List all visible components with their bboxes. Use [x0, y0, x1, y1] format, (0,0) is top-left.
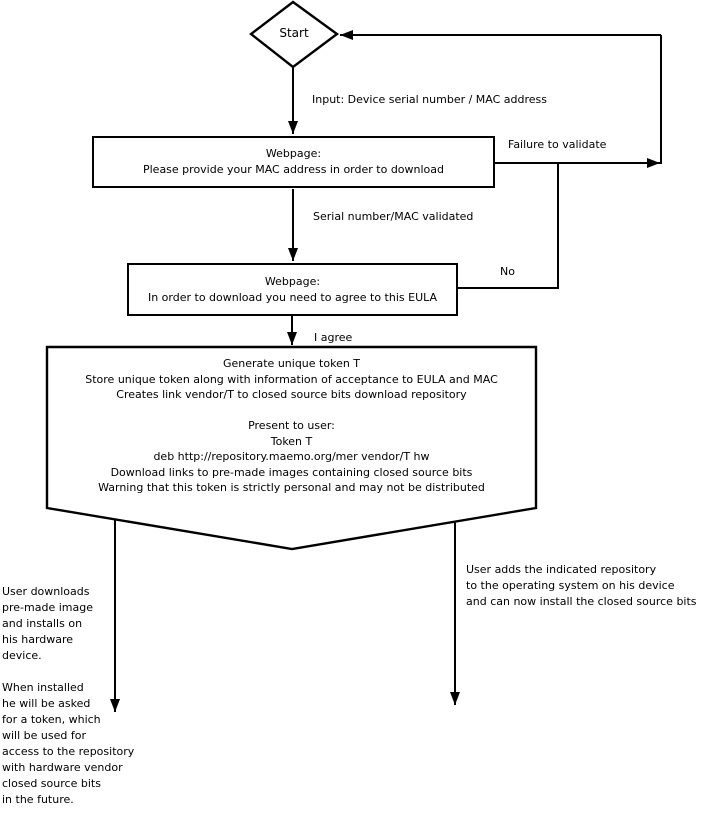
edge-label-no: No — [500, 265, 515, 278]
mac-webpage-box-line2: Please provide your MAC address in order… — [142, 163, 445, 176]
token-banner-line: Download links to pre-made images contai… — [110, 465, 473, 479]
eula-webpage-box-line1: Webpage: — [264, 274, 321, 288]
start-node-label: Start — [279, 26, 309, 40]
token-banner-line — [47, 403, 536, 419]
token-banner-text: Generate unique token T Store unique tok… — [47, 356, 536, 496]
token-banner-line: Store unique token along with informatio… — [85, 372, 498, 386]
eula-webpage-box: Webpage: In order to download you need t… — [127, 263, 458, 316]
right-note-line: and can now install the closed source bi… — [466, 595, 697, 608]
left-note-line — [2, 664, 172, 680]
left-note-line: pre-made image — [2, 601, 93, 614]
mac-webpage-box: Webpage: Please provide your MAC address… — [92, 136, 495, 188]
left-note-line: When installed — [2, 681, 84, 694]
token-banner-line: Warning that this token is strictly pers… — [98, 481, 485, 494]
edge-label-agree: I agree — [314, 331, 353, 344]
edge-label-validated: Serial number/MAC validated — [313, 210, 474, 223]
left-note-line: and installs on — [2, 617, 83, 630]
left-note-line: he will be asked — [2, 697, 91, 710]
right-note-line: to the operating system on his device — [466, 579, 675, 592]
mac-webpage-box-line1: Webpage: — [265, 147, 322, 160]
left-note-line: in the future. — [2, 793, 74, 806]
eula-webpage-box-line2: In order to download you need to agree t… — [147, 290, 438, 304]
token-banner-line: deb http://repository.maemo.org/mer vend… — [153, 450, 430, 463]
left-note-line: User downloads — [2, 585, 90, 598]
left-note-line: with hardware vendor — [2, 761, 123, 774]
edge-label-failure: Failure to validate — [508, 138, 607, 151]
left-note-line: closed source bits — [2, 777, 101, 790]
left-note-line: access to the repository — [2, 745, 135, 758]
left-note-line: for a token, which — [2, 713, 101, 726]
left-outcome-note: User downloads pre-made image and instal… — [2, 584, 172, 808]
token-banner-line: Token T — [270, 434, 313, 448]
left-note-line: will be used for — [2, 729, 86, 742]
token-banner-line: Generate unique token T — [222, 357, 361, 370]
left-note-line: device. — [2, 649, 42, 662]
left-note-line: his hardware — [2, 633, 74, 646]
token-banner-line: Present to user: — [248, 419, 335, 432]
token-banner-shape — [45, 345, 538, 551]
start-diamond — [249, 0, 340, 69]
token-banner-line: Creates link vendor/T to closed source b… — [116, 388, 467, 401]
right-outcome-note: User adds the indicated repository to th… — [466, 562, 710, 610]
edge-label-input: Input: Device serial number / MAC addres… — [312, 93, 548, 106]
right-note-line: User adds the indicated repository — [466, 563, 657, 576]
